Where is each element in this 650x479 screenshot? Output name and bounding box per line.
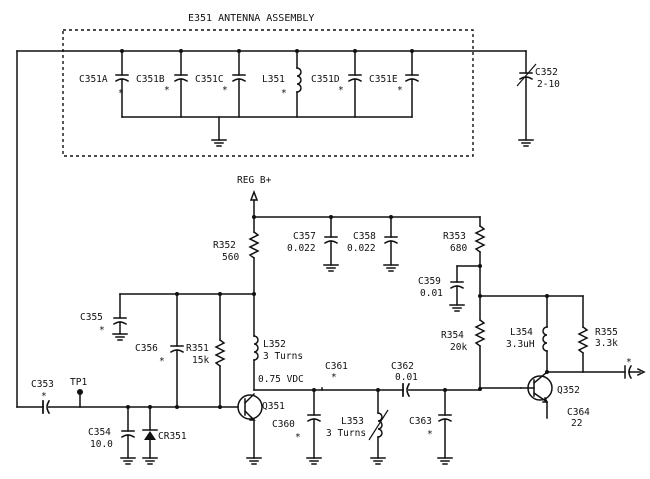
tp1-label: TP1 xyxy=(70,377,87,388)
q351-label: Q351 xyxy=(262,401,285,412)
r351-value: 15k xyxy=(192,355,209,366)
c351c-asterisk: * xyxy=(222,85,228,96)
capacitor-c363 xyxy=(437,389,453,465)
c364-value: 22 xyxy=(571,418,582,429)
c351a-label: C351A xyxy=(79,74,108,85)
variable-capacitor-c352 xyxy=(516,50,537,147)
c351e-label: C351E xyxy=(369,74,398,85)
c351b-asterisk: * xyxy=(164,85,170,96)
antenna-assembly-box xyxy=(62,29,474,157)
assembly-title: E351 ANTENNA ASSEMBLY xyxy=(188,13,314,24)
c361-asterisk: * xyxy=(331,372,337,383)
l354-value: 3.3uH xyxy=(506,339,535,350)
l352-value: 3 Turns xyxy=(263,351,303,362)
r353-value: 680 xyxy=(450,243,467,254)
output-asterisk: * xyxy=(626,357,632,368)
c355-asterisk: * xyxy=(99,325,105,336)
r351-label: R351 xyxy=(186,343,209,354)
l351-label: L351 xyxy=(262,74,285,85)
capacitor-c358 xyxy=(383,216,399,272)
c359-label: C359 xyxy=(418,276,441,287)
c353-gap xyxy=(44,400,48,414)
c351c-label: C351C xyxy=(195,74,224,85)
c363-label: C363 xyxy=(409,416,432,427)
c351a-asterisk: * xyxy=(118,88,124,99)
test-point-tp1 xyxy=(77,389,83,408)
c363-asterisk: * xyxy=(427,429,433,440)
ground-symbol xyxy=(211,139,227,147)
r352-label: R352 xyxy=(213,240,236,251)
capacitor-c359 xyxy=(449,265,481,312)
c364-label: C364 xyxy=(567,407,590,418)
capacitor-c351c xyxy=(231,50,247,118)
l351-asterisk: * xyxy=(281,88,287,99)
supply-arrow xyxy=(249,189,259,201)
c356-asterisk: * xyxy=(159,356,165,367)
c361-label: C361 xyxy=(325,361,348,372)
r354-value: 20k xyxy=(450,342,467,353)
capacitor-c351d xyxy=(347,50,363,118)
resistor-r354 xyxy=(474,318,486,389)
c351b-label: C351B xyxy=(136,74,165,85)
inductor-l353 xyxy=(368,389,389,465)
c362-gap xyxy=(404,383,408,397)
l354-label: L354 xyxy=(510,327,533,338)
c353-label: C353 xyxy=(31,379,54,390)
capacitor-c351e xyxy=(404,50,420,118)
cr351-label: CR351 xyxy=(158,431,187,442)
r354-label: R354 xyxy=(441,330,464,341)
c352-value: 2-10 xyxy=(537,79,560,90)
r355-value: 3.3k xyxy=(595,338,618,349)
c358-value: 0.022 xyxy=(347,243,376,254)
capacitor-c356 xyxy=(169,293,185,408)
c362-label: C362 xyxy=(391,361,414,372)
c362-value: 0.01 xyxy=(395,372,418,383)
resistor-r352 xyxy=(248,230,260,295)
c351e-asterisk: * xyxy=(397,85,403,96)
inductor-l351 xyxy=(296,50,302,118)
c352-label: C352 xyxy=(535,67,558,78)
c357-label: C357 xyxy=(293,231,316,242)
r353-label: R353 xyxy=(443,231,466,242)
capacitor-c351b xyxy=(173,50,189,118)
c360-label: C360 xyxy=(272,419,295,430)
c356-label: C356 xyxy=(135,343,158,354)
c358-label: C358 xyxy=(353,231,376,242)
varactor-cr351 xyxy=(142,406,158,465)
resistor-r351 xyxy=(214,293,226,408)
q352-label: Q352 xyxy=(557,385,580,396)
c353-curved-plate xyxy=(46,399,51,415)
capacitor-c354 xyxy=(120,406,136,465)
transistor-q351 xyxy=(237,392,263,465)
inductor-l354 xyxy=(542,295,548,373)
capacitor-c355 xyxy=(112,293,128,341)
c351d-asterisk: * xyxy=(338,85,344,96)
c360-asterisk: * xyxy=(295,432,301,443)
junction-dots xyxy=(120,49,549,409)
resistor-r355 xyxy=(577,295,589,373)
c359-value: 0.01 xyxy=(420,288,443,299)
r355-label: R355 xyxy=(595,327,618,338)
capacitor-c360 xyxy=(306,389,322,465)
output-capacitor xyxy=(624,364,646,380)
transistor-q352 xyxy=(520,370,553,419)
r352-value: 560 xyxy=(222,252,239,263)
supply-label: REG B+ xyxy=(237,175,272,186)
capacitor-c351a xyxy=(114,50,130,118)
inductor-l352 xyxy=(253,293,259,391)
c351d-label: C351D xyxy=(311,74,340,85)
l353-value: 3 Turns xyxy=(326,428,366,439)
bias-voltage-label: 0.75 VDC xyxy=(258,374,304,385)
c354-label: C354 xyxy=(88,427,111,438)
c353-asterisk: * xyxy=(41,391,47,402)
c354-value: 10.0 xyxy=(90,439,113,450)
c362-curved-plate xyxy=(406,382,411,398)
capacitor-c357 xyxy=(323,216,339,272)
l353-label: L353 xyxy=(341,416,364,427)
l352-label: L352 xyxy=(263,339,286,350)
resistor-r353 xyxy=(474,216,486,321)
c355-label: C355 xyxy=(80,312,103,323)
c357-value: 0.022 xyxy=(287,243,316,254)
